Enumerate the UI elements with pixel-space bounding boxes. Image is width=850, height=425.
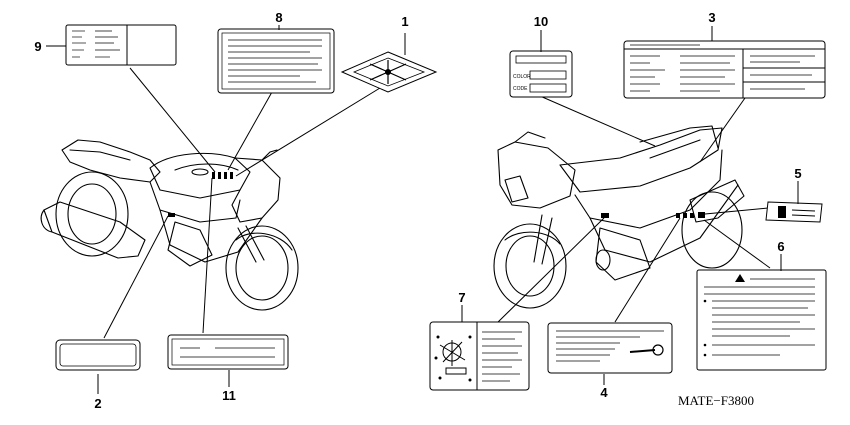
label-7: [429, 321, 530, 391]
label-2: [55, 339, 141, 371]
callout-11: 11: [222, 388, 236, 403]
motorcycle-left-view: [40, 139, 299, 311]
callout-2: 2: [94, 396, 101, 411]
callout-7: 7: [458, 290, 465, 305]
label-9: [65, 24, 177, 66]
callout-stems: [46, 25, 799, 394]
label-11: [167, 334, 289, 370]
callout-9: 9: [34, 39, 41, 54]
label-8: [217, 28, 335, 94]
callout-3: 3: [708, 10, 715, 25]
callout-numbers: 1 2 3 4 5 6 7 8 9 10 11: [34, 10, 801, 411]
diagram-code: MATE−F3800: [678, 393, 754, 408]
label-3: [623, 40, 826, 99]
color-label-text: COLOR: [513, 74, 531, 80]
label-10: COLOR CODE: [509, 50, 573, 98]
label-6: [696, 269, 827, 371]
callout-6: 6: [777, 239, 784, 254]
label-5: [765, 201, 823, 223]
code-label-text: CODE: [513, 86, 528, 92]
callout-8: 8: [275, 10, 282, 25]
callout-5: 5: [794, 166, 801, 181]
label-4: [547, 322, 673, 374]
callout-1: 1: [401, 14, 408, 29]
leader-lines: [103, 67, 771, 339]
callout-10: 10: [534, 14, 548, 29]
label-1: [340, 51, 438, 93]
callout-4: 4: [600, 385, 608, 400]
motorcycle-right-view: [493, 125, 745, 309]
